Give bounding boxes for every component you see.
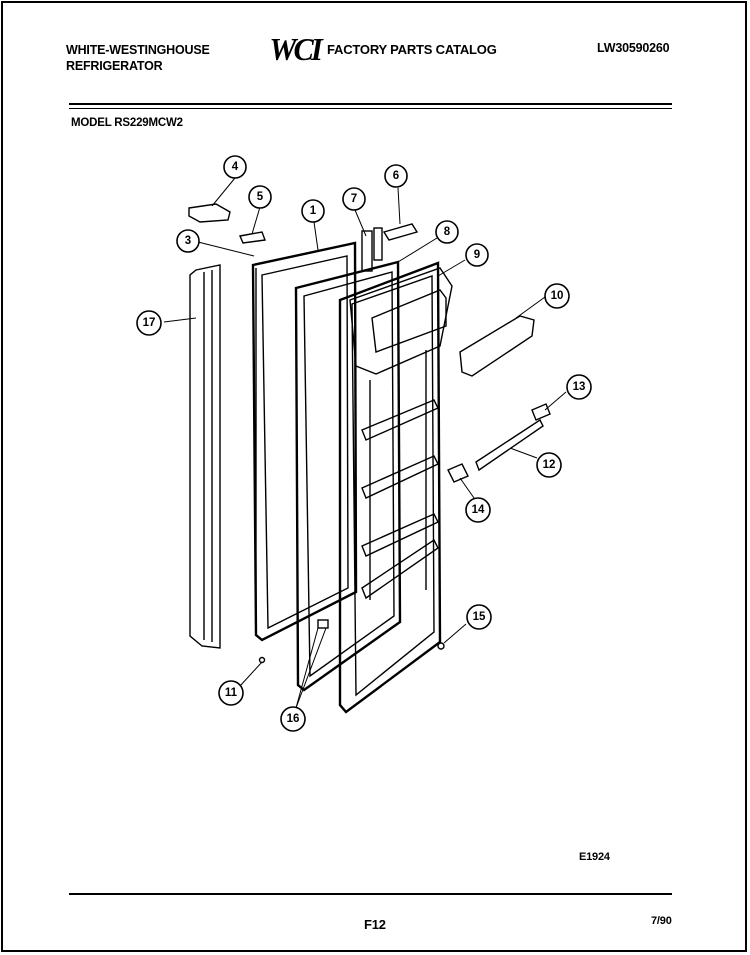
callout-15: 15 bbox=[466, 604, 492, 630]
part-screw bbox=[437, 642, 445, 650]
callout-10: 10 bbox=[544, 283, 570, 309]
svg-text:1: 1 bbox=[310, 205, 317, 217]
callout-3: 3 bbox=[176, 229, 200, 253]
part-door-gasket bbox=[294, 260, 402, 692]
part-spacer bbox=[239, 231, 266, 244]
svg-text:11: 11 bbox=[225, 687, 238, 699]
header-rule-top bbox=[69, 103, 672, 105]
part-shelf-bracket-left bbox=[447, 463, 469, 483]
svg-text:15: 15 bbox=[473, 611, 486, 623]
part-shelf-bar bbox=[475, 418, 544, 472]
header-rule-bottom bbox=[69, 108, 672, 109]
part-shelf-bracket-right bbox=[531, 403, 551, 421]
callout-16: 16 bbox=[280, 706, 306, 732]
part-handle-block bbox=[382, 223, 419, 241]
svg-text:17: 17 bbox=[143, 317, 156, 329]
callout-11: 11 bbox=[218, 680, 244, 706]
svg-text:7: 7 bbox=[351, 193, 357, 205]
part-hinge-cover bbox=[188, 203, 231, 223]
svg-text:6: 6 bbox=[393, 170, 399, 182]
callout-8: 8 bbox=[435, 220, 459, 244]
svg-text:10: 10 bbox=[551, 290, 564, 302]
part-hinge-bracket bbox=[361, 227, 383, 272]
catalog-title: FACTORY PARTS CATALOG bbox=[327, 42, 497, 57]
callout-9: 9 bbox=[465, 243, 489, 267]
product-type: REFRIGERATOR bbox=[66, 59, 163, 73]
part-door-trim-strip bbox=[189, 264, 221, 649]
page-code: F12 bbox=[364, 917, 386, 932]
callout-1: 1 bbox=[301, 199, 325, 223]
part-door-liner bbox=[338, 261, 453, 714]
callout-6: 6 bbox=[384, 164, 408, 188]
model-label: MODEL RS229MCW2 bbox=[71, 117, 183, 129]
callout-12: 12 bbox=[536, 452, 562, 478]
callout-4: 4 bbox=[223, 155, 247, 179]
svg-text:4: 4 bbox=[232, 161, 239, 173]
catalog-number: LW30590260 bbox=[597, 41, 670, 55]
svg-text:12: 12 bbox=[543, 459, 556, 471]
brand-name: WHITE-WESTINGHOUSE bbox=[66, 43, 210, 57]
revision-date: 7/90 bbox=[651, 915, 672, 927]
part-dairy-door bbox=[459, 315, 535, 377]
door-shelf-group bbox=[361, 350, 439, 600]
svg-text:3: 3 bbox=[185, 235, 191, 247]
svg-text:14: 14 bbox=[472, 504, 485, 516]
callout-7: 7 bbox=[342, 187, 366, 211]
part-pin bbox=[258, 656, 266, 664]
wci-logo: WCI bbox=[269, 31, 322, 67]
part-clip bbox=[317, 619, 329, 629]
callout-14: 14 bbox=[465, 497, 491, 523]
svg-text:13: 13 bbox=[573, 381, 586, 393]
svg-text:8: 8 bbox=[444, 226, 451, 238]
svg-text:5: 5 bbox=[257, 191, 264, 203]
svg-text:16: 16 bbox=[287, 713, 300, 725]
footer-rule bbox=[69, 893, 672, 895]
illustration-code: E1924 bbox=[579, 851, 610, 863]
leader-lines bbox=[163, 177, 567, 709]
callout-17: 17 bbox=[136, 310, 162, 336]
svg-text:9: 9 bbox=[474, 249, 480, 261]
callout-13: 13 bbox=[566, 374, 592, 400]
callout-5: 5 bbox=[248, 185, 272, 209]
